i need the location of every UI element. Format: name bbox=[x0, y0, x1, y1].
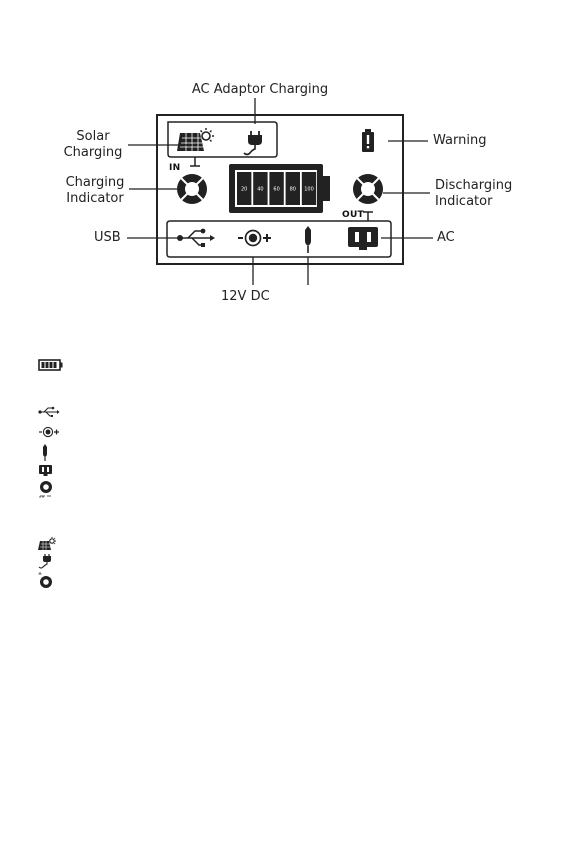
ac-plug-icon bbox=[244, 131, 262, 155]
battery-segment-label: 80 bbox=[290, 187, 296, 193]
label-usb: USB bbox=[94, 230, 121, 246]
solar-panel-icon bbox=[177, 128, 214, 151]
warning-icon bbox=[362, 129, 374, 152]
ac-outlet-icon bbox=[38, 464, 54, 477]
battery-segment-label: 40 bbox=[257, 187, 263, 193]
label-ac: AC bbox=[437, 230, 455, 246]
label-ac-adaptor-charging: AC Adaptor Charging bbox=[185, 82, 335, 98]
battery-icon bbox=[38, 358, 64, 372]
battery-segment-label: 100 bbox=[304, 187, 314, 193]
label-solar-line1: Solar bbox=[58, 129, 128, 145]
dc-port-icon bbox=[38, 425, 60, 439]
label-discharging-line2: Indicator bbox=[435, 194, 512, 210]
label-solar-charging: Solar Charging bbox=[58, 129, 128, 161]
out-label: OUT bbox=[342, 210, 364, 220]
ac-plug-icon bbox=[38, 553, 54, 571]
battery-level-display: 20 40 60 80 100 bbox=[229, 164, 330, 213]
out-indicator-icon bbox=[38, 480, 54, 500]
solar-panel-icon bbox=[38, 536, 58, 552]
battery-segment-label: 60 bbox=[273, 187, 279, 193]
dc-port-icon bbox=[238, 231, 271, 246]
usb-port-icon bbox=[177, 229, 215, 247]
discharging-indicator-icon bbox=[347, 168, 389, 210]
car-port-icon bbox=[38, 443, 52, 461]
label-12v-dc: 12V DC bbox=[221, 289, 270, 305]
charging-indicator-icon bbox=[171, 168, 213, 210]
label-solar-line2: Charging bbox=[58, 145, 128, 161]
label-warning: Warning bbox=[433, 133, 486, 149]
car-port-icon bbox=[305, 226, 311, 253]
label-discharging-line1: Discharging bbox=[435, 178, 512, 194]
label-charging-line2: Indicator bbox=[58, 191, 132, 207]
in-connector bbox=[190, 157, 200, 166]
label-charging-indicator: Charging Indicator bbox=[58, 175, 132, 207]
label-charging-line1: Charging bbox=[58, 175, 132, 191]
ac-outlet-icon bbox=[348, 227, 378, 250]
battery-segment-label: 20 bbox=[241, 187, 247, 193]
out-connector bbox=[363, 212, 373, 221]
in-label: IN bbox=[169, 163, 180, 173]
in-indicator-icon bbox=[38, 571, 54, 589]
label-discharging-indicator: Discharging Indicator bbox=[435, 178, 512, 210]
usb-icon bbox=[38, 406, 60, 418]
